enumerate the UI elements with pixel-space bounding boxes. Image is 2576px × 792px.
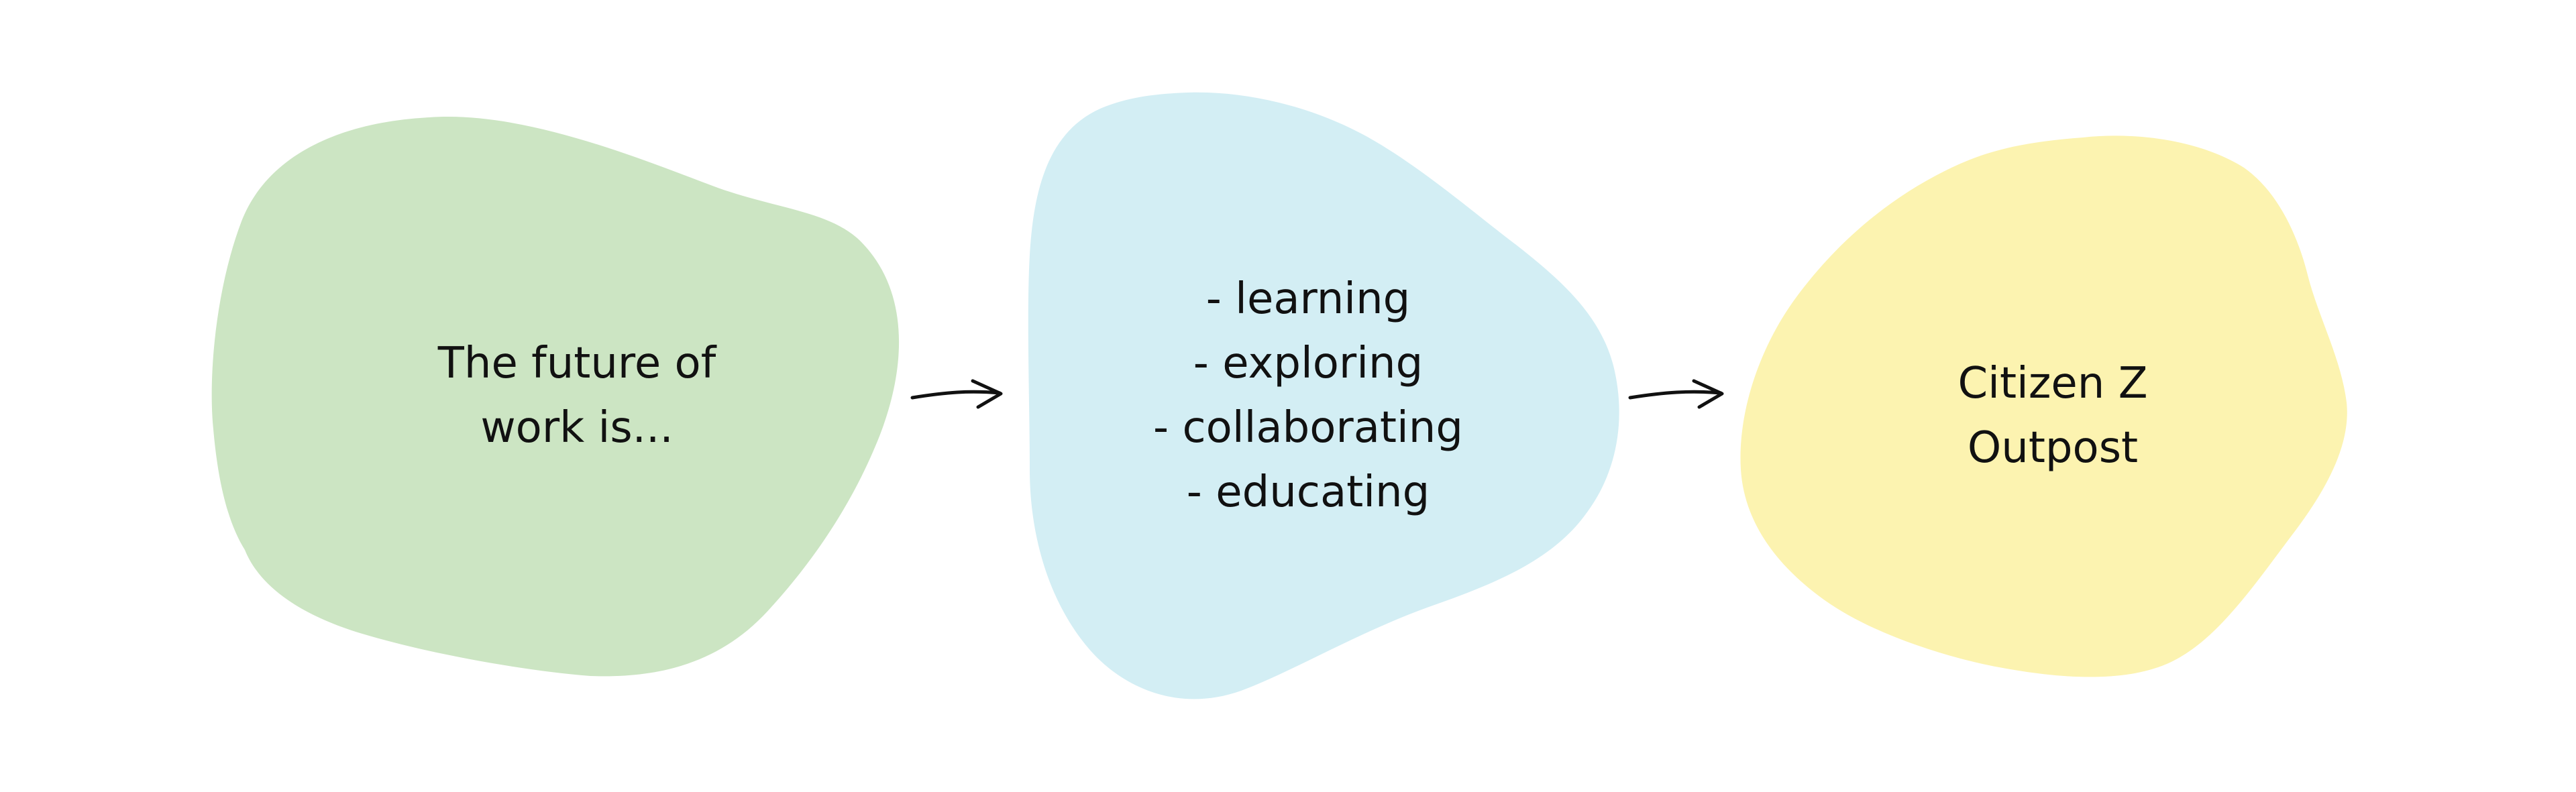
node-shape-activities bbox=[1028, 92, 1619, 699]
node-label-line: - collaborating bbox=[1153, 403, 1463, 453]
arrow-future-to-activities bbox=[910, 379, 1003, 409]
node-label-line: Citizen Z bbox=[1957, 359, 2148, 408]
node-label-outpost: Citizen Z Outpost bbox=[1798, 302, 2308, 530]
node-label-future: The future of work is... bbox=[322, 282, 832, 510]
node-label-line: - exploring bbox=[1193, 339, 1424, 388]
node-label-line: Outpost bbox=[1967, 423, 2139, 473]
node-label-line: - educating bbox=[1186, 467, 1430, 517]
node-shape-future bbox=[211, 117, 900, 677]
node-label-line: - learning bbox=[1205, 274, 1411, 324]
node-label-line: work is... bbox=[480, 403, 674, 453]
node-label-activities: - learning - exploring - collaborating -… bbox=[1060, 248, 1556, 543]
node-shape-outpost bbox=[1740, 135, 2347, 677]
arrow-activities-to-outpost bbox=[1628, 379, 1724, 409]
node-label-line: The future of bbox=[437, 339, 716, 388]
